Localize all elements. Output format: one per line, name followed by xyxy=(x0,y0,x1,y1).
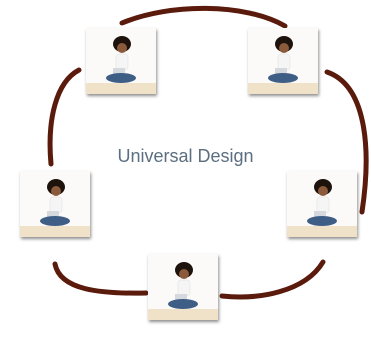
connector-top xyxy=(119,5,288,29)
woman-laptop-photo xyxy=(20,171,90,237)
photo-node-top-right xyxy=(248,28,318,94)
photo-node-left xyxy=(20,171,90,237)
photo-node-right xyxy=(287,171,357,237)
center-label: Universal Design xyxy=(117,146,254,166)
woman-laptop-photo xyxy=(248,28,318,94)
connector-bottom-right xyxy=(219,259,326,300)
connector-bottom-left xyxy=(52,261,149,296)
woman-laptop-photo xyxy=(86,28,156,94)
photo-node-bottom xyxy=(148,254,218,320)
photo-node-top-left xyxy=(86,28,156,94)
connector-left xyxy=(47,67,82,167)
connector-right xyxy=(324,69,369,215)
woman-laptop-photo xyxy=(148,254,218,320)
woman-laptop-photo xyxy=(287,171,357,237)
